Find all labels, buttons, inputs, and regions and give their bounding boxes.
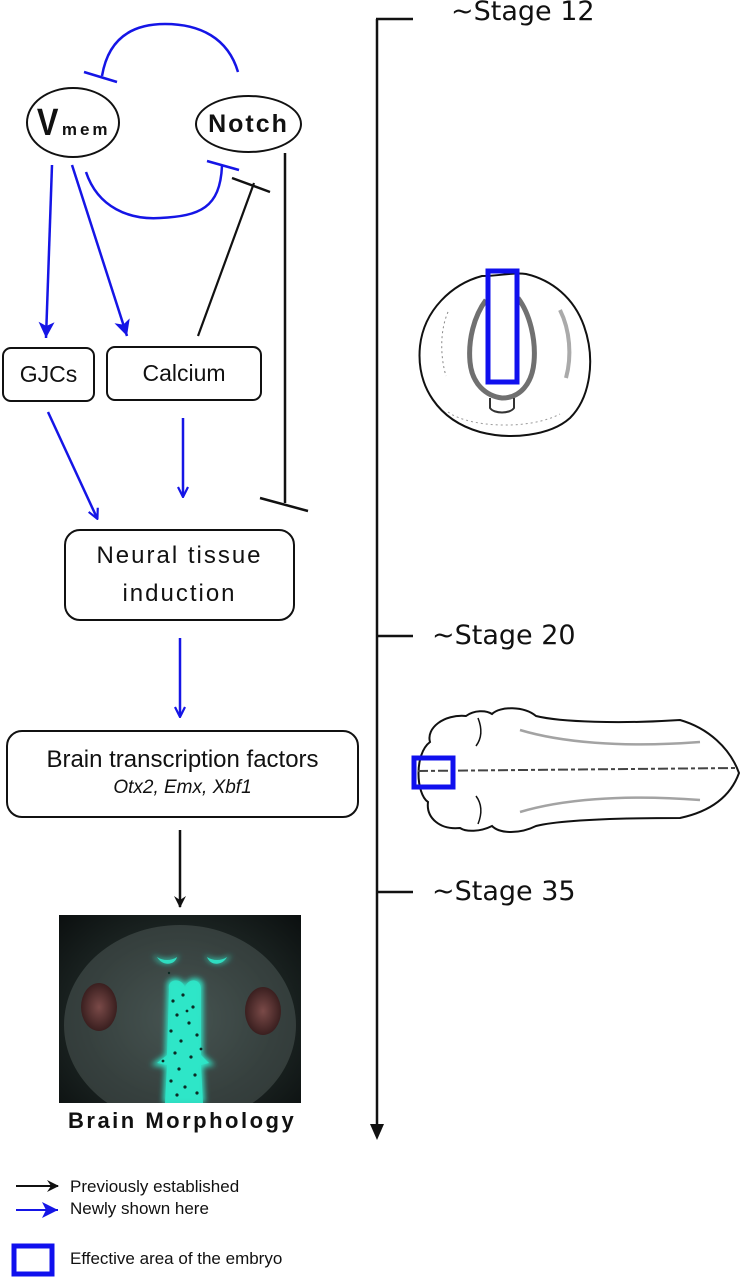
embryo-stage-12 [418,268,592,437]
stage-35-label: ~Stage 35 [432,876,576,907]
edge-calcium-inhibits-notch [196,176,271,337]
edge-vmem-to-gjcs [38,164,55,339]
neural-line1: Neural tissue [96,542,263,569]
edge-vmem-inhibits-notch [84,159,240,220]
timeline-axis [370,17,413,1140]
embryo-stage-20 [411,707,741,833]
edge-gjcs-to-neural [46,411,97,518]
edge-vmem-to-calcium [70,164,130,337]
edge-notch-inhibits-neural [259,153,309,513]
node-brain-transcription-factors: Brain transcription factors Otx2, Emx, X… [6,730,359,818]
node-neural-tissue-induction: Neural tissue induction [64,529,295,621]
node-calcium: Calcium [106,346,262,401]
edge-notch-inhibits-vmem [83,22,240,84]
effective-area-box-stage-20 [411,755,456,790]
gjcs-label: GJCs [19,361,78,387]
legend-effective-area: Effective area of the embryo [70,1249,283,1268]
brain-morphology-label: Brain Morphology [68,1108,297,1133]
calcium-label: Calcium [142,360,226,386]
node-vmem: V mem [26,87,120,158]
effective-area-box-stage-12 [485,268,520,385]
legend-newly-shown: Newly shown here [70,1199,209,1218]
brain-morphology-image [59,915,301,1103]
notch-label: Notch [208,109,289,138]
vmem-subscript: mem [61,119,111,139]
vmem-main: V [37,101,59,144]
braintf-title: Brain transcription factors [46,746,319,773]
neural-line2: induction [122,580,237,607]
braintf-genes: Otx2, Emx, Xbf1 [113,777,252,798]
stage-12-label: ~Stage 12 [451,0,595,27]
legend-previously-established: Previously established [70,1177,240,1196]
stage-20-label: ~Stage 20 [432,620,576,651]
node-gjcs: GJCs [2,347,95,402]
node-notch: Notch [195,95,302,153]
legend-blue-box-icon [11,1243,55,1277]
